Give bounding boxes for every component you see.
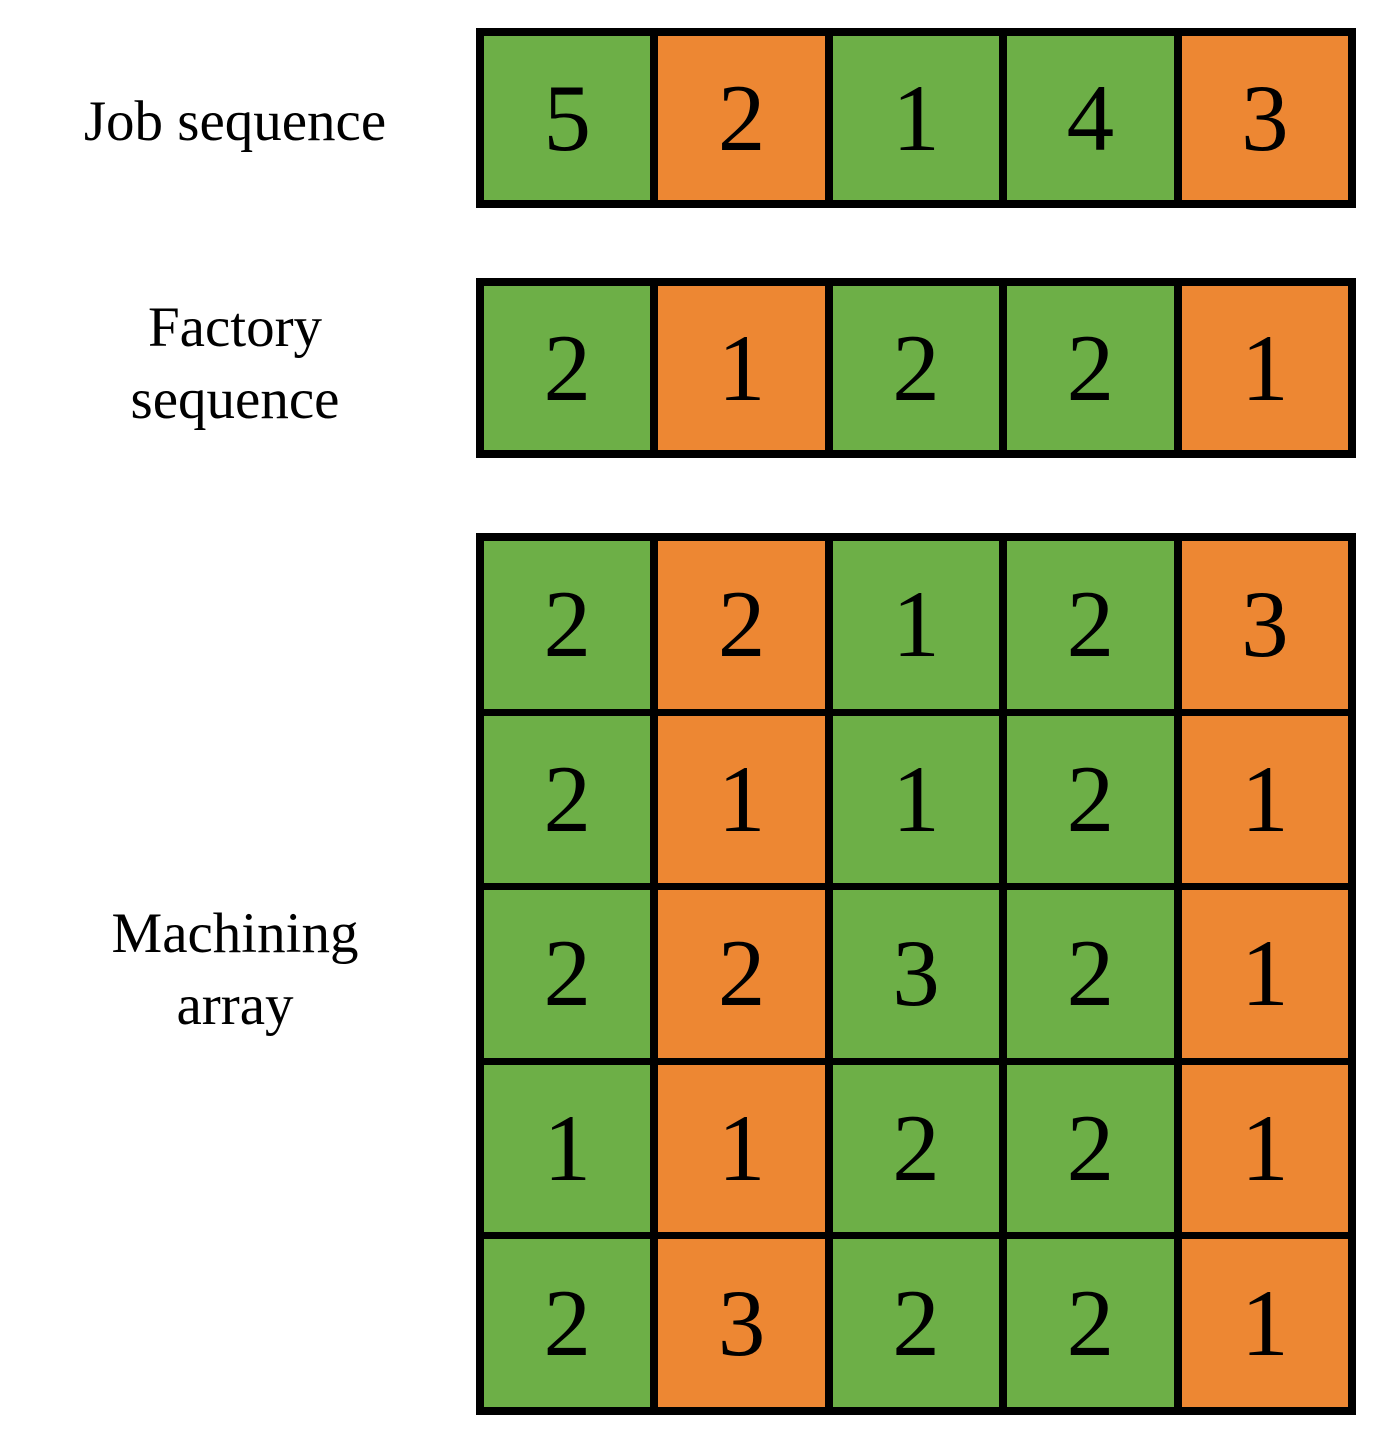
grid-cell: 2 bbox=[658, 541, 825, 709]
grid-cell: 2 bbox=[1007, 1239, 1174, 1407]
grid-cell: 1 bbox=[832, 541, 1000, 709]
grid-cell: 1 bbox=[1181, 715, 1349, 884]
grid-cell: 5 bbox=[484, 36, 651, 200]
grid-cell: 3 bbox=[658, 1239, 825, 1407]
grid-cell: 1 bbox=[658, 286, 825, 450]
machining-array-label: Machining array bbox=[111, 902, 359, 1037]
grid-cell: 4 bbox=[1007, 36, 1174, 200]
grid-cell: 3 bbox=[1181, 36, 1349, 200]
grid-cell: 2 bbox=[832, 1064, 1000, 1233]
grid-cell: 3 bbox=[832, 890, 1000, 1058]
grid-cell: 1 bbox=[1181, 1239, 1349, 1407]
grid-cell: 2 bbox=[1007, 715, 1174, 884]
grid-cell: 1 bbox=[1181, 1064, 1349, 1233]
grid-cell: 2 bbox=[484, 715, 651, 884]
grid-cell: 1 bbox=[658, 715, 825, 884]
grid-cell: 2 bbox=[1007, 1064, 1174, 1233]
grid-cell: 2 bbox=[658, 890, 825, 1058]
grid-cell: 2 bbox=[1007, 286, 1174, 450]
grid-cell: 2 bbox=[832, 286, 1000, 450]
grid-cell: 2 bbox=[1007, 541, 1174, 709]
grid-cell: 3 bbox=[1181, 541, 1349, 709]
grid-cell: 2 bbox=[484, 890, 651, 1058]
grid-cell: 2 bbox=[1007, 890, 1174, 1058]
grid-cell: 1 bbox=[1181, 890, 1349, 1058]
grid-cell: 2 bbox=[484, 286, 651, 450]
grid-cell: 1 bbox=[1181, 286, 1349, 450]
grid-cell: 1 bbox=[832, 715, 1000, 884]
factory-sequence-label: Factory sequence bbox=[130, 296, 340, 431]
grid-cell: 2 bbox=[484, 1239, 651, 1407]
grid-cell: 1 bbox=[484, 1064, 651, 1233]
grid-cell: 2 bbox=[658, 36, 825, 200]
grid-cell: 1 bbox=[832, 36, 1000, 200]
grid-cell: 2 bbox=[484, 541, 651, 709]
job-sequence-label: Job sequence bbox=[83, 90, 387, 153]
grid-cell: 2 bbox=[832, 1239, 1000, 1407]
grid-cell: 1 bbox=[658, 1064, 825, 1233]
